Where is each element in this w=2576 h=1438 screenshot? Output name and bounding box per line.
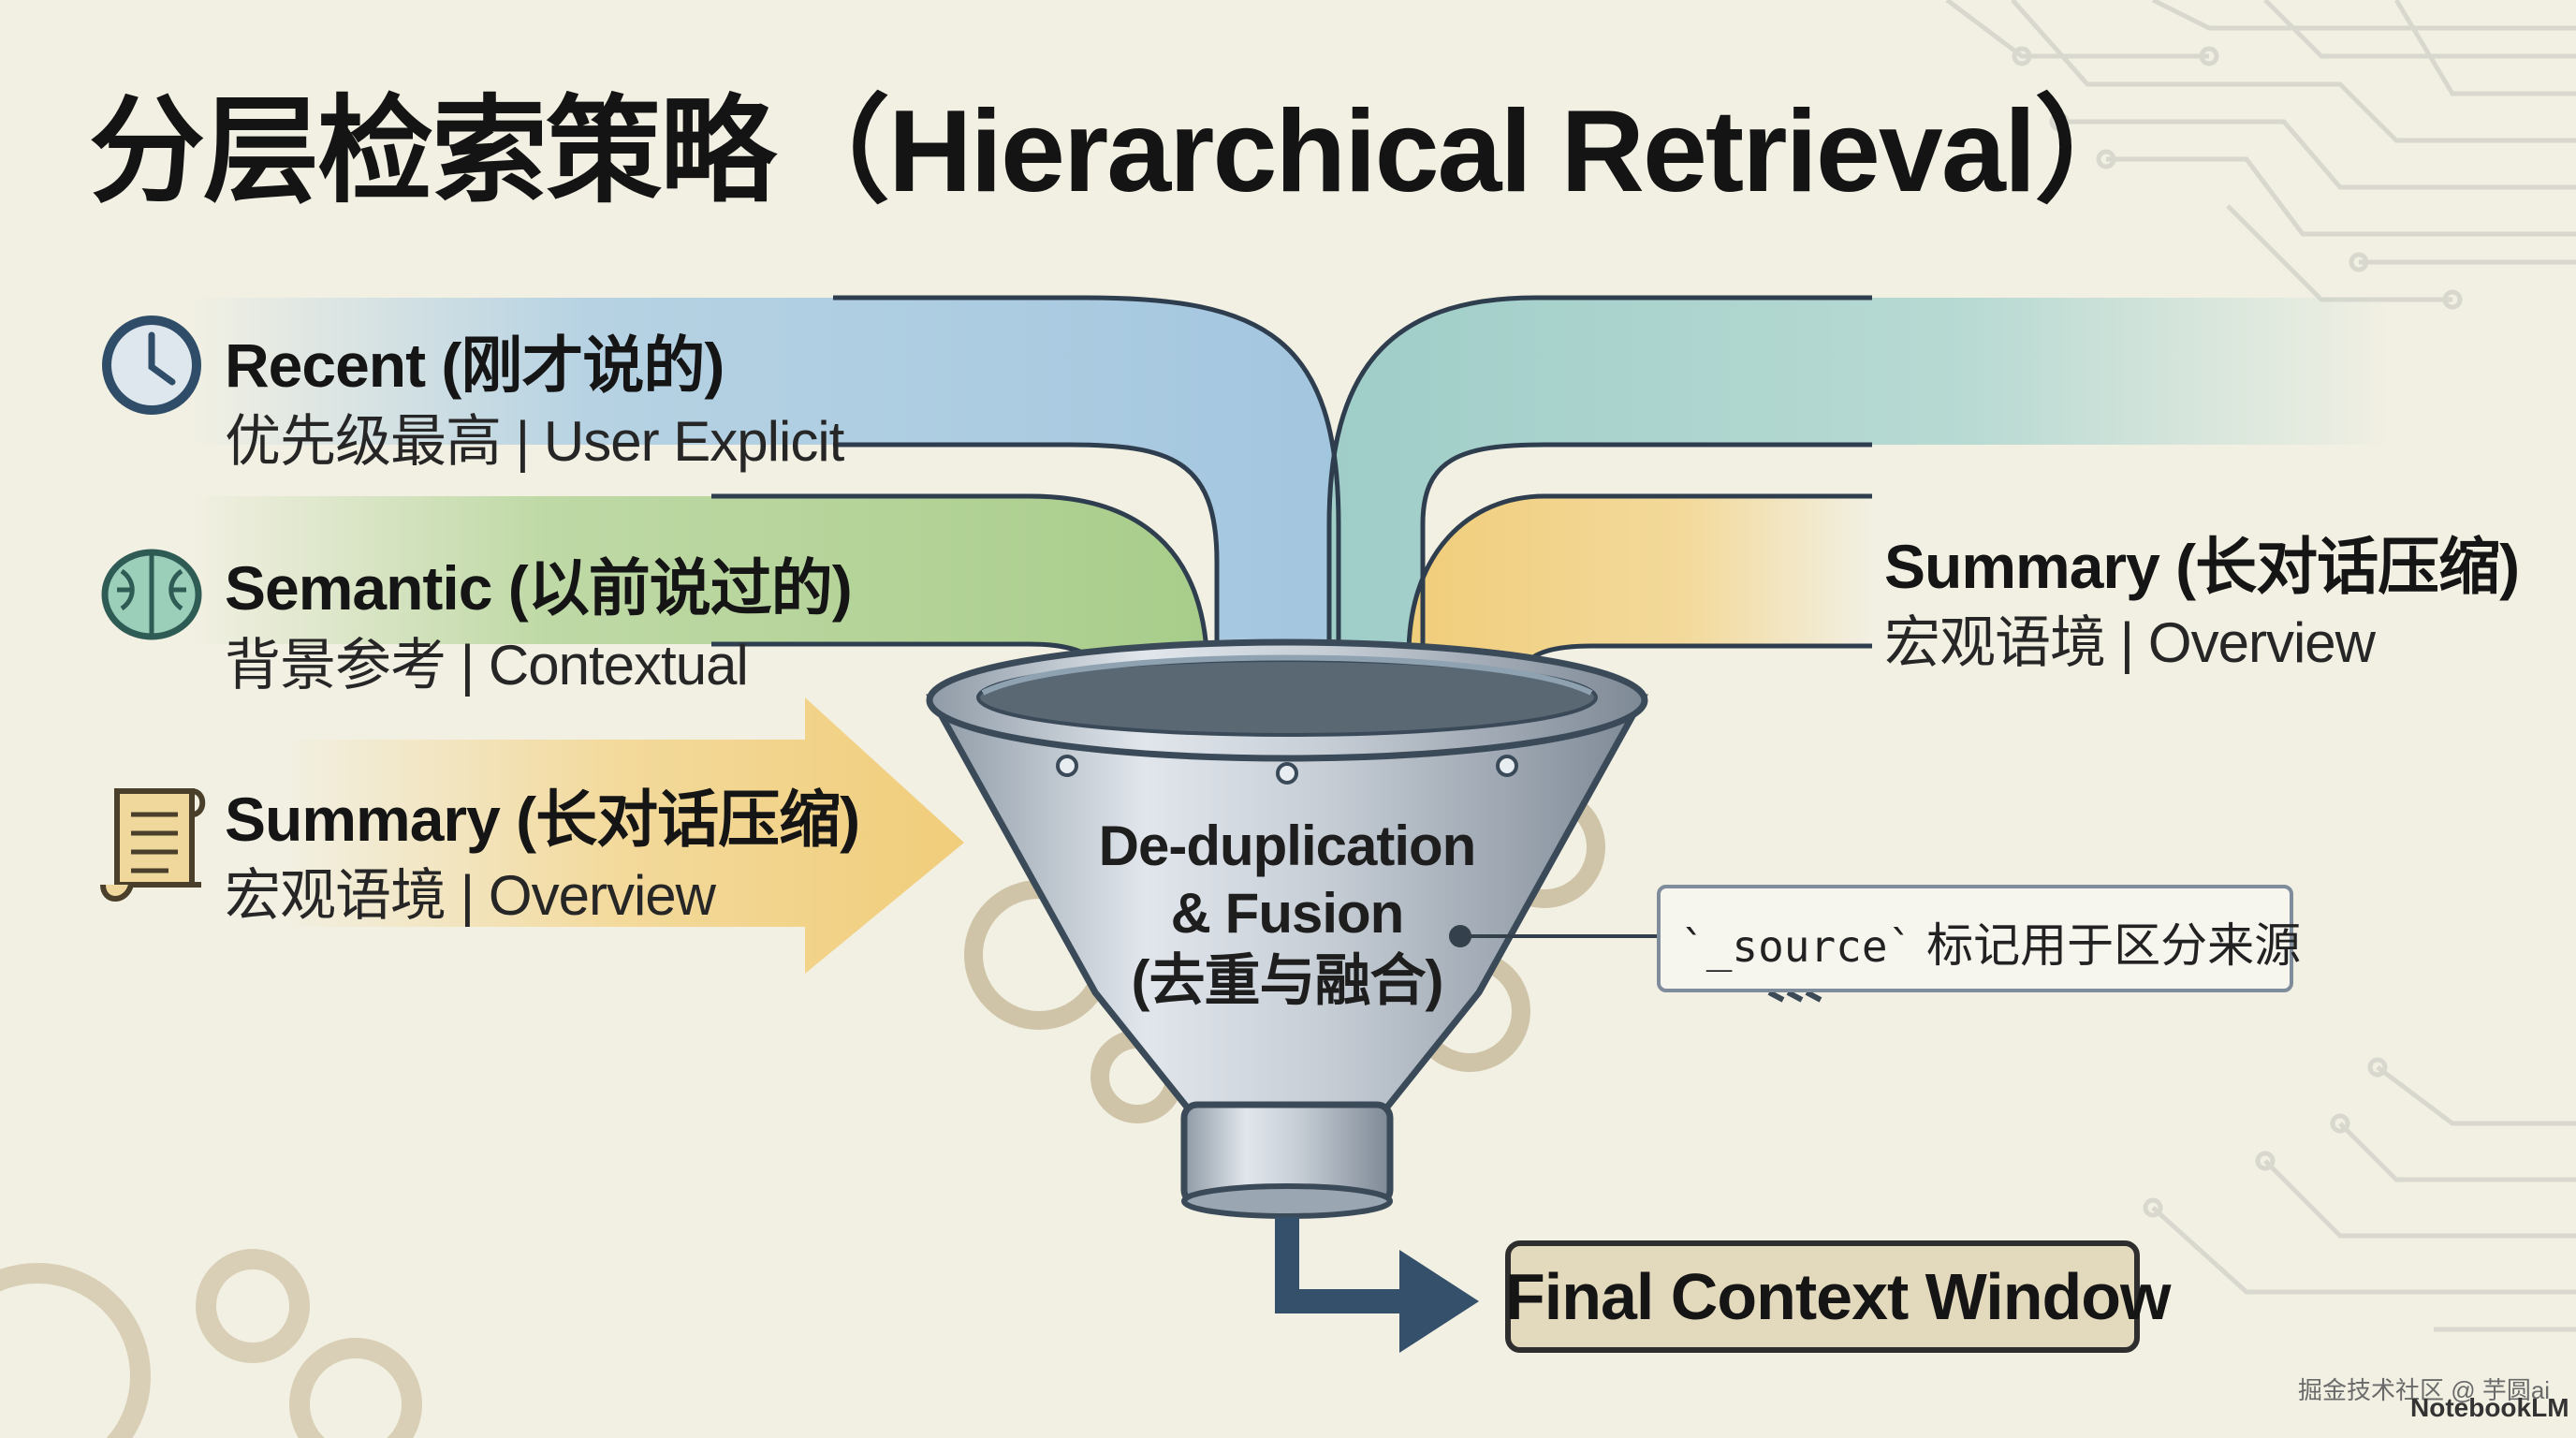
- stream-summary-left: [281, 697, 964, 974]
- summary-right-heading: Summary (长对话压缩): [1884, 532, 2520, 601]
- funnel-label-line2: & Fusion: [1170, 882, 1405, 945]
- final-context-window-label: Final Context Window: [1505, 1260, 2171, 1333]
- funnel-label: De-duplication & Fusion (去重与融合): [1053, 813, 1521, 1015]
- summary-heading: Summary (长对话压缩): [225, 785, 860, 854]
- stream-teal: [1329, 298, 2396, 768]
- page-title: 分层检索策略（Hierarchical Retrieval）: [89, 87, 2150, 216]
- gear-decoration: [0, 1249, 422, 1438]
- semantic-subtitle: 背景参考 | Contextual: [225, 634, 749, 697]
- circuit-decoration: [1945, 0, 2576, 310]
- semantic-heading: Semantic (以前说过的): [225, 553, 853, 623]
- source-tag-label: 标记用于区分来源: [1913, 919, 2302, 972]
- tag-connector: [1449, 925, 1657, 947]
- funnel-label-line1: De-duplication: [1098, 814, 1477, 877]
- watermark: 掘金技术社区 @ 芋圆ai: [2298, 1376, 2551, 1404]
- source-tag-box: [1657, 885, 2293, 992]
- summary-right-subtitle: 宏观语境 | Overview: [1884, 611, 2376, 674]
- final-context-window-box: [1505, 1240, 2140, 1353]
- recent-heading: Recent (刚才说的): [225, 330, 724, 400]
- funnel-label-line3: (去重与融合): [1131, 949, 1444, 1012]
- stream-summary-right: [1409, 496, 1872, 749]
- scroll-icon: [100, 788, 206, 902]
- recent-subtitle: 优先级最高 | User Explicit: [225, 410, 844, 473]
- summary-subtitle: 宏观语境 | Overview: [225, 864, 716, 927]
- stream-recent: [187, 298, 1339, 768]
- source-tag-code: `_source`: [1680, 921, 1914, 972]
- brain-icon: [101, 549, 202, 640]
- source-tag-text: `_source` 标记用于区分来源: [1680, 908, 2301, 976]
- stream-semantic: [187, 496, 1208, 749]
- output-arrow: [1275, 1217, 1413, 1313]
- funnel: [926, 638, 1648, 1219]
- notebooklm-logo: NotebookLM: [2410, 1393, 2569, 1422]
- clock-icon: [102, 315, 201, 415]
